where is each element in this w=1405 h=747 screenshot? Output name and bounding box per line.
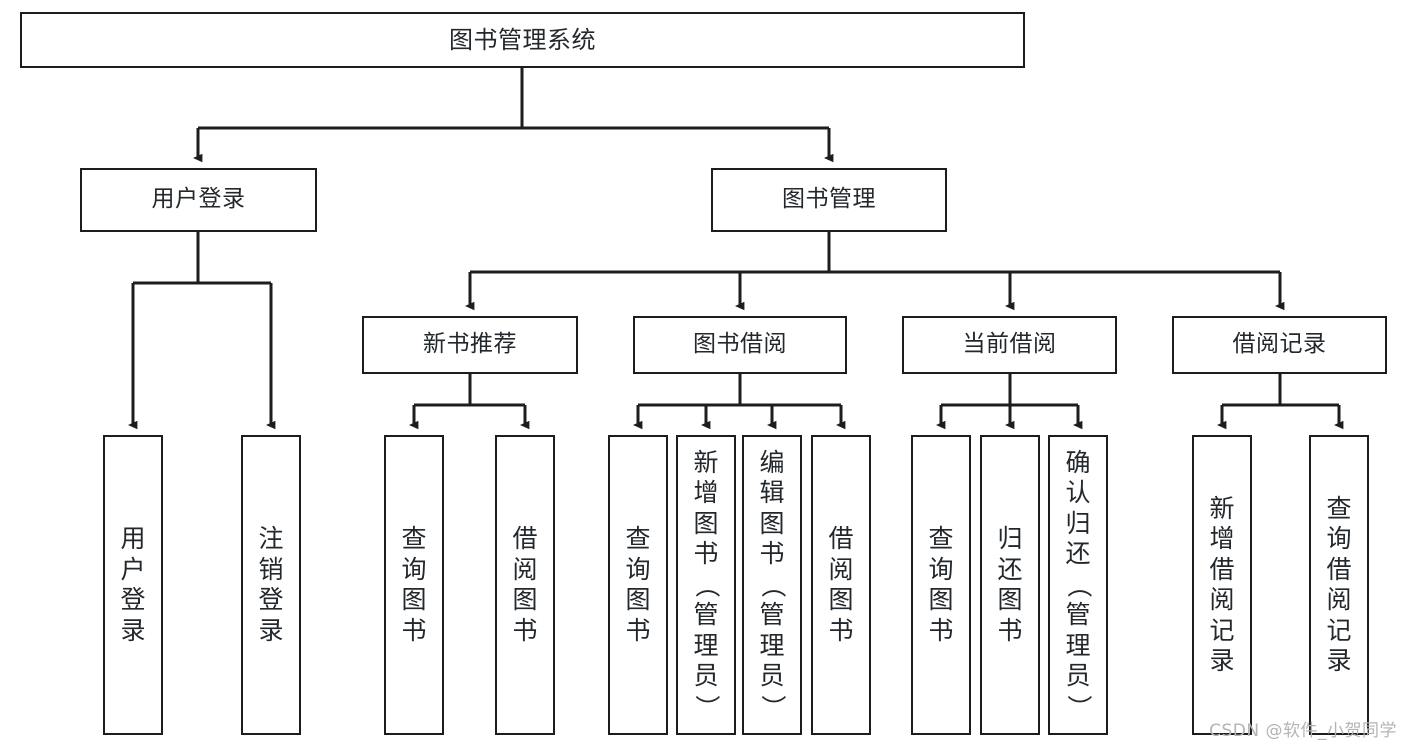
- node-book-management-label: 图书管理: [782, 186, 876, 213]
- leaf-new-book-borrow-book[interactable]: 借阅图书: [495, 435, 555, 735]
- leaf-label: 新增借阅记录: [1209, 493, 1235, 676]
- node-book-management[interactable]: 图书管理: [711, 168, 947, 232]
- leaf-book-borrow-edit-book[interactable]: 编辑图书（管理员）: [742, 435, 802, 735]
- leaf-label: 新增图书（管理员）: [692, 447, 722, 720]
- leaf-current-borrow-query-book[interactable]: 查询图书: [911, 435, 971, 735]
- leaf-label: 查询图书: [625, 524, 651, 645]
- node-current-borrow-label: 当前借阅: [962, 331, 1057, 358]
- leaf-book-borrow-borrow-book[interactable]: 借阅图书: [811, 435, 871, 735]
- node-book-borrow[interactable]: 图书借阅: [633, 316, 847, 374]
- node-root-label: 图书管理系统: [449, 25, 596, 54]
- leaf-current-borrow-confirm-return[interactable]: 确认归还（管理员）: [1048, 435, 1108, 735]
- node-new-book-recommend-label: 新书推荐: [423, 331, 517, 358]
- node-new-book-recommend[interactable]: 新书推荐: [362, 316, 578, 374]
- leaf-book-borrow-query-book[interactable]: 查询图书: [608, 435, 668, 735]
- leaf-label: 查询图书: [928, 524, 954, 645]
- leaf-user-login-logout[interactable]: 注销登录: [241, 435, 301, 735]
- watermark: CSDN @软件_小贺同学: [1209, 721, 1397, 741]
- leaf-label: 借阅图书: [512, 524, 538, 645]
- leaf-label: 查询图书: [401, 524, 427, 645]
- leaf-label: 借阅图书: [828, 524, 854, 645]
- node-current-borrow[interactable]: 当前借阅: [902, 316, 1117, 374]
- leaf-label: 归还图书: [997, 524, 1023, 645]
- leaf-label: 查询借阅记录: [1326, 493, 1352, 676]
- leaf-new-book-query-book[interactable]: 查询图书: [384, 435, 444, 735]
- node-borrow-record[interactable]: 借阅记录: [1172, 316, 1387, 374]
- leaf-borrow-record-add-record[interactable]: 新增借阅记录: [1192, 435, 1252, 735]
- leaf-current-borrow-return-book[interactable]: 归还图书: [980, 435, 1040, 735]
- node-borrow-record-label: 借阅记录: [1232, 331, 1327, 358]
- node-user-login-label: 用户登录: [151, 186, 246, 213]
- leaf-borrow-record-query-record[interactable]: 查询借阅记录: [1309, 435, 1369, 735]
- leaf-label: 编辑图书（管理员）: [758, 447, 788, 720]
- node-book-borrow-label: 图书借阅: [693, 331, 787, 358]
- leaf-user-login-login[interactable]: 用户登录: [103, 435, 163, 735]
- node-root[interactable]: 图书管理系统: [20, 12, 1025, 68]
- node-user-login[interactable]: 用户登录: [80, 168, 317, 232]
- leaf-label: 注销登录: [258, 524, 284, 645]
- leaf-label: 用户登录: [120, 524, 146, 645]
- leaf-book-borrow-add-book[interactable]: 新增图书（管理员）: [676, 435, 736, 735]
- leaf-label: 确认归还（管理员）: [1064, 447, 1094, 720]
